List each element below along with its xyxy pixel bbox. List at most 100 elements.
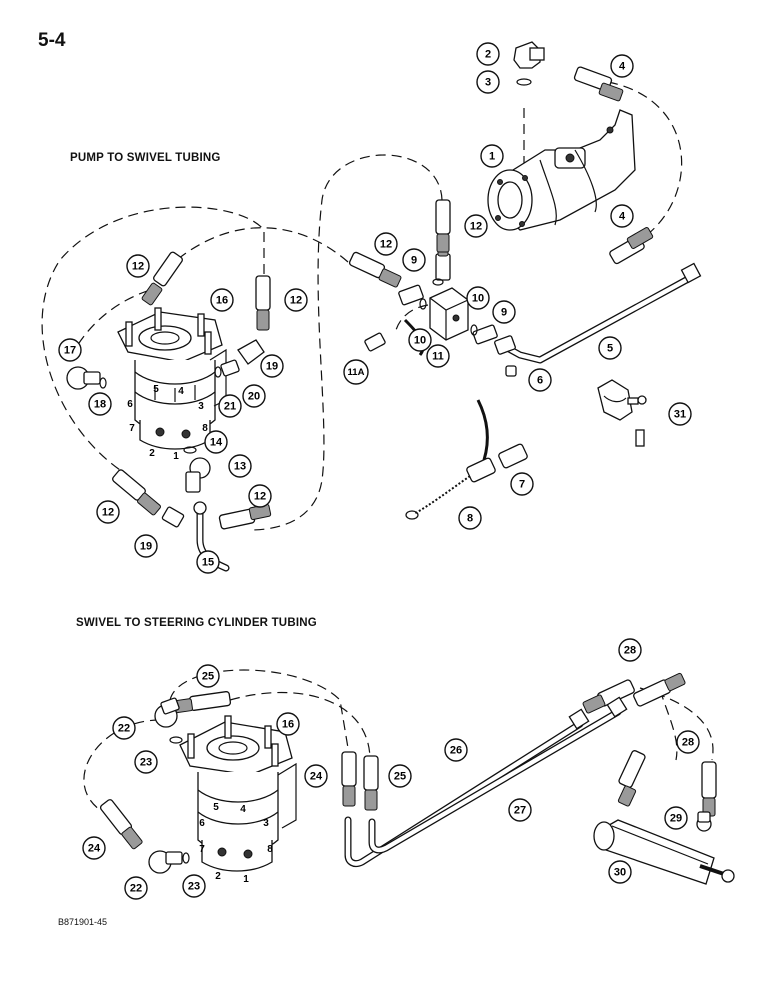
swivel-elbows-bottom [148,697,190,874]
port-label: 1 [173,451,179,462]
callout-number: 16 [216,295,228,307]
callout-31: 31 [668,402,692,426]
callout-circle [134,750,158,774]
callout-circle [528,368,552,392]
callout-number: 16 [282,719,294,731]
port-label: 2 [215,871,221,882]
swivel-assembly-top [117,307,227,450]
callout-circle [464,214,488,238]
callout-17: 17 [58,338,82,362]
port-label: 7 [129,423,135,434]
callout-number: 28 [682,737,694,749]
port-label: 8 [202,423,208,434]
callout-circle [426,344,450,368]
port-label: 8 [267,844,273,855]
callout-30: 30 [608,860,632,884]
port-label: 4 [178,386,184,397]
callout-circle [58,338,82,362]
callout-circle [402,248,426,272]
callout-16: 16 [210,288,234,312]
callout-layer: 1234456789910101111A12121212121213141516… [58,42,700,900]
callout-circle [284,288,308,312]
callout-18: 18 [88,392,112,416]
callout-number: 22 [130,883,142,895]
callout-26: 26 [444,738,468,762]
callout-4: 4 [610,54,634,78]
callout-number: 11 [432,351,444,363]
callout-number: 12 [470,221,482,233]
callout-number: 17 [64,345,76,357]
callout-circle [476,42,500,66]
callout-circle [388,764,412,788]
callout-12: 12 [248,484,272,508]
port-label: 6 [127,399,133,410]
callout-number: 12 [290,295,302,307]
callout-circle [608,860,632,884]
callout-6: 6 [528,368,552,392]
callout-number: 8 [467,513,473,525]
callout-circle [204,430,228,454]
port-label: 3 [263,818,269,829]
callout-number: 23 [140,757,152,769]
callout-circle [444,738,468,762]
callout-circle [458,506,482,530]
callout-circle [480,144,504,168]
port-label: 5 [153,384,159,395]
callout-circle [510,472,534,496]
callout-12: 12 [284,288,308,312]
callout-number: 12 [102,507,114,519]
callout-circle [343,359,369,385]
callout-number: 3 [485,77,491,89]
callout-circle [182,874,206,898]
callout-number: 6 [537,375,543,387]
section-title-pump-to-swivel: PUMP TO SWIVEL TUBING [70,152,221,164]
callout-circle [210,288,234,312]
callout-circle [668,402,692,426]
callout-number: 4 [619,61,626,73]
callout-12: 12 [374,232,398,256]
callout-circle [598,336,622,360]
callout-22: 22 [112,716,136,740]
callout-12: 12 [96,500,120,524]
callout-number: 12 [380,239,392,251]
callout-circle [82,836,106,860]
callout-21: 21 [218,394,242,418]
callout-circle [610,204,634,228]
section-title-swivel-to-steering-cylinder: SWIVEL TO STEERING CYLINDER TUBING [76,617,317,629]
callout-number: 13 [234,461,246,473]
callout-circle [408,328,432,352]
callout-circle [676,730,700,754]
callout-2: 2 [476,42,500,66]
callout-10: 10 [466,286,490,310]
callout-27: 27 [508,798,532,822]
port-label: 6 [199,818,205,829]
callout-24: 24 [304,764,328,788]
callout-number: 28 [624,645,636,657]
callout-24: 24 [82,836,106,860]
callout-25: 25 [196,664,220,688]
callout-number: 1 [489,151,495,163]
callout-number: 25 [394,771,406,783]
callout-number: 29 [670,813,682,825]
callout-circle [304,764,328,788]
swivel-elbows-top [66,339,265,528]
callout-15: 15 [196,550,220,574]
callout-number: 12 [132,261,144,273]
drawing-code: B871901-45 [58,917,108,927]
callout-number: 11A [348,367,365,378]
callout-circle [88,392,112,416]
callout-23: 23 [182,874,206,898]
callout-5: 5 [598,336,622,360]
callout-number: 9 [501,307,507,319]
callout-circle [276,712,300,736]
callout-8: 8 [458,506,482,530]
tube-assemblies-26-27 [344,696,628,868]
port-label: 1 [243,874,249,885]
port-label: 2 [149,448,155,459]
callout-number: 25 [202,671,214,683]
callout-22: 22 [124,876,148,900]
callout-number: 23 [188,881,200,893]
callout-3: 3 [476,70,500,94]
callout-1: 1 [480,144,504,168]
callout-circle [228,454,252,478]
